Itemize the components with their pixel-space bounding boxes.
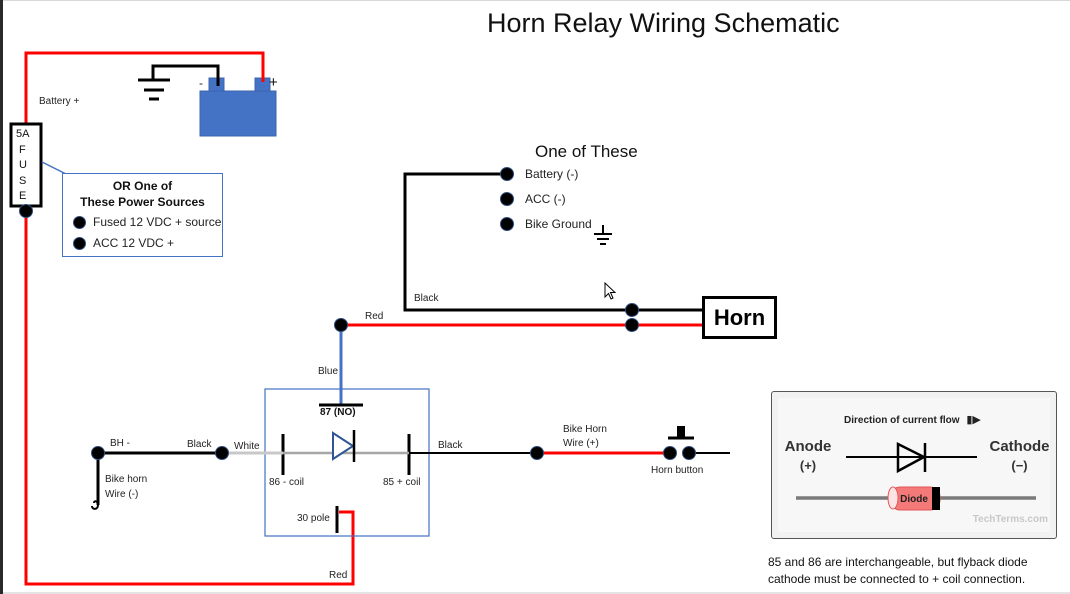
wire-label-line: Bike horn <box>105 474 148 485</box>
window-left-edge <box>0 0 3 594</box>
wire-label-white: White <box>234 441 260 452</box>
anode-text: Anode <box>784 438 832 455</box>
relay-pin-30-label: 30 pole <box>297 513 330 524</box>
wire-label-line: Wire (-) <box>105 489 139 500</box>
wire-black-ground-to-horn <box>403 172 702 312</box>
horn-button-contact-left <box>663 446 677 460</box>
bullet-dot-icon <box>73 236 86 250</box>
fuse-terminal-dot <box>19 204 33 218</box>
fuse-letter: E <box>19 190 27 202</box>
anode-label: Anode (+) <box>778 437 838 475</box>
wire-label-bike-horn-plus: Bike Horn Wire (+) <box>563 423 607 451</box>
wire-label-bh-minus: BH - <box>110 438 130 449</box>
ground-dot-acc <box>500 192 514 206</box>
window-top-edge <box>3 0 1070 1</box>
diode-body-label: Diode <box>900 494 928 505</box>
techterms-watermark: TechTerms.com <box>972 514 1048 525</box>
wire-label-red-bottom: Red <box>329 570 348 581</box>
mouse-cursor-icon <box>604 282 617 300</box>
diode-cathode-band <box>932 487 940 510</box>
interchangeable-note: 85 and 86 are interchangeable, but flyba… <box>768 554 1028 588</box>
relay-box <box>264 388 430 537</box>
power-source-item: ACC 12 VDC + <box>73 236 174 250</box>
fuse-box <box>9 122 43 208</box>
wire-label-line: Wire (+) <box>563 438 599 449</box>
power-source-label: ACC 12 VDC + <box>93 236 175 250</box>
note-line: cathode must be connected to + coil conn… <box>768 572 1026 586</box>
fuse-rating: 5A <box>16 128 30 140</box>
wire-label-line: Bike Horn <box>563 424 607 435</box>
relay-pin-86-label: 86 - coil <box>269 477 305 488</box>
ground-symbol-bike <box>594 225 612 245</box>
bh-minus-dot <box>91 446 105 460</box>
horn-junction-black <box>625 303 639 317</box>
ground-options-heading: One of These <box>535 142 638 161</box>
battery-icon <box>199 53 277 137</box>
ground-option-label: Battery (-) <box>525 167 579 181</box>
anode-sign: (+) <box>799 458 817 473</box>
flyback-diode-symbol <box>332 430 356 462</box>
battery-plus-sign: + <box>269 74 278 91</box>
fuse-letter: F <box>19 143 26 156</box>
horn-button-plunger-icon <box>668 426 694 440</box>
wire-label-bike-horn-minus: Bike horn Wire (-) <box>105 472 147 502</box>
wire-red-fuse-to-pole30 <box>24 212 355 586</box>
diode-illustration: Diode <box>796 441 1036 511</box>
relay-pin-85-label: 85 + coil <box>383 477 421 488</box>
red-blue-junction <box>334 318 348 332</box>
wire-label-blue: Blue <box>318 366 339 377</box>
horn-button-contact-right <box>682 446 696 460</box>
callout-leader <box>41 161 69 176</box>
power-source-label: Fused 12 VDC + source <box>93 215 222 229</box>
cathode-label: Cathode (−) <box>982 437 1057 475</box>
current-flow-label: Direction of current flow ▮▶ <box>844 413 981 426</box>
fuse-label: 5A F U S E <box>16 127 34 205</box>
page-title: Horn Relay Wiring Schematic <box>487 8 840 38</box>
battery-plus-label: Battery + <box>39 96 80 107</box>
diode-physical-end <box>887 486 899 510</box>
wire-label-black-left: Black <box>187 439 212 450</box>
wire-end-hook-icon <box>91 500 99 510</box>
horn-box: Horn <box>702 296 777 339</box>
ground-dot-battery <box>500 167 514 181</box>
note-line: 85 and 86 are interchangeable, but flyba… <box>768 555 1028 569</box>
relay-pin-87-label: 87 (NO) <box>320 407 356 418</box>
ground-option-label: Bike Ground <box>525 217 592 231</box>
fuse-letter: S <box>19 174 27 187</box>
arrow-right-icon: ▮▶ <box>966 414 981 426</box>
white-black-dot <box>215 446 229 460</box>
battery-minus-sign: - <box>199 76 203 90</box>
diode-symbol-triangle <box>896 441 927 474</box>
wire-label-red-horn: Red <box>365 311 384 322</box>
wire-label-black-right: Black <box>438 440 463 451</box>
horn-junction-red <box>625 318 639 332</box>
callout-title-line1: OR One of <box>112 179 173 193</box>
callout-title: OR One of These Power Sources <box>63 178 222 210</box>
bullet-dot-icon <box>73 215 86 229</box>
callout-title-line2: These Power Sources <box>80 195 205 209</box>
fuse-letter: U <box>19 159 27 171</box>
ground-option-label: ACC (-) <box>525 192 566 206</box>
power-sources-callout: OR One of These Power Sources Fused 12 V… <box>62 173 223 257</box>
current-flow-text: Direction of current flow <box>844 415 960 426</box>
wire-label-black-horn: Black <box>414 293 439 304</box>
cathode-text: Cathode <box>989 438 1050 455</box>
cathode-sign: (−) <box>1011 458 1028 473</box>
ground-dot-bike <box>500 217 514 231</box>
power-source-item: Fused 12 VDC + source <box>73 215 221 229</box>
horn-button-label: Horn button <box>651 465 704 476</box>
bike-horn-plus-dot <box>530 446 544 460</box>
window-bottom-edge <box>3 592 1070 594</box>
diode-reference-card: Direction of current flow ▮▶ Anode (+) C… <box>771 391 1057 539</box>
horn-label: Horn <box>713 304 766 330</box>
